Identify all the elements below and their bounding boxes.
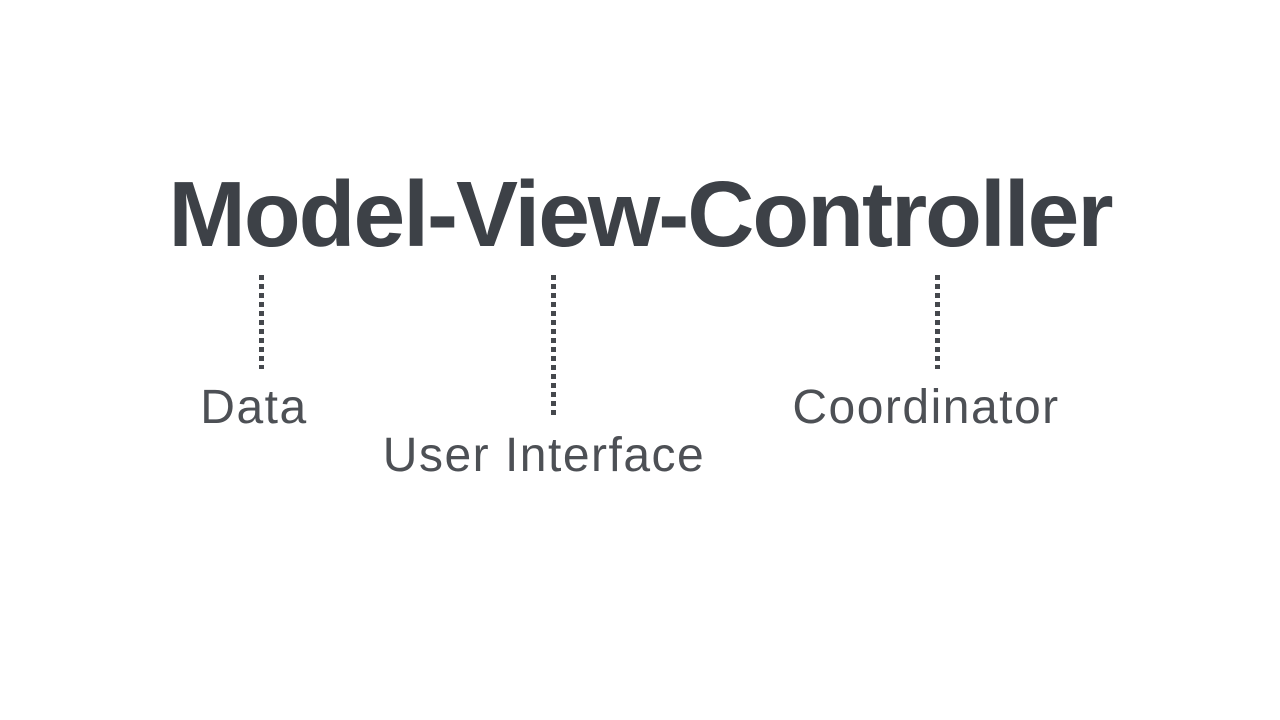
- model-label: Data: [200, 381, 308, 434]
- page-title: Model-View-Controller: [168, 162, 1113, 266]
- model-connector-dotted-line: [259, 275, 264, 369]
- view-label: User Interface: [382, 429, 706, 482]
- view-connector-dotted-line: [551, 275, 556, 419]
- controller-label: Coordinator: [792, 381, 1060, 434]
- controller-connector-dotted-line: [935, 275, 940, 369]
